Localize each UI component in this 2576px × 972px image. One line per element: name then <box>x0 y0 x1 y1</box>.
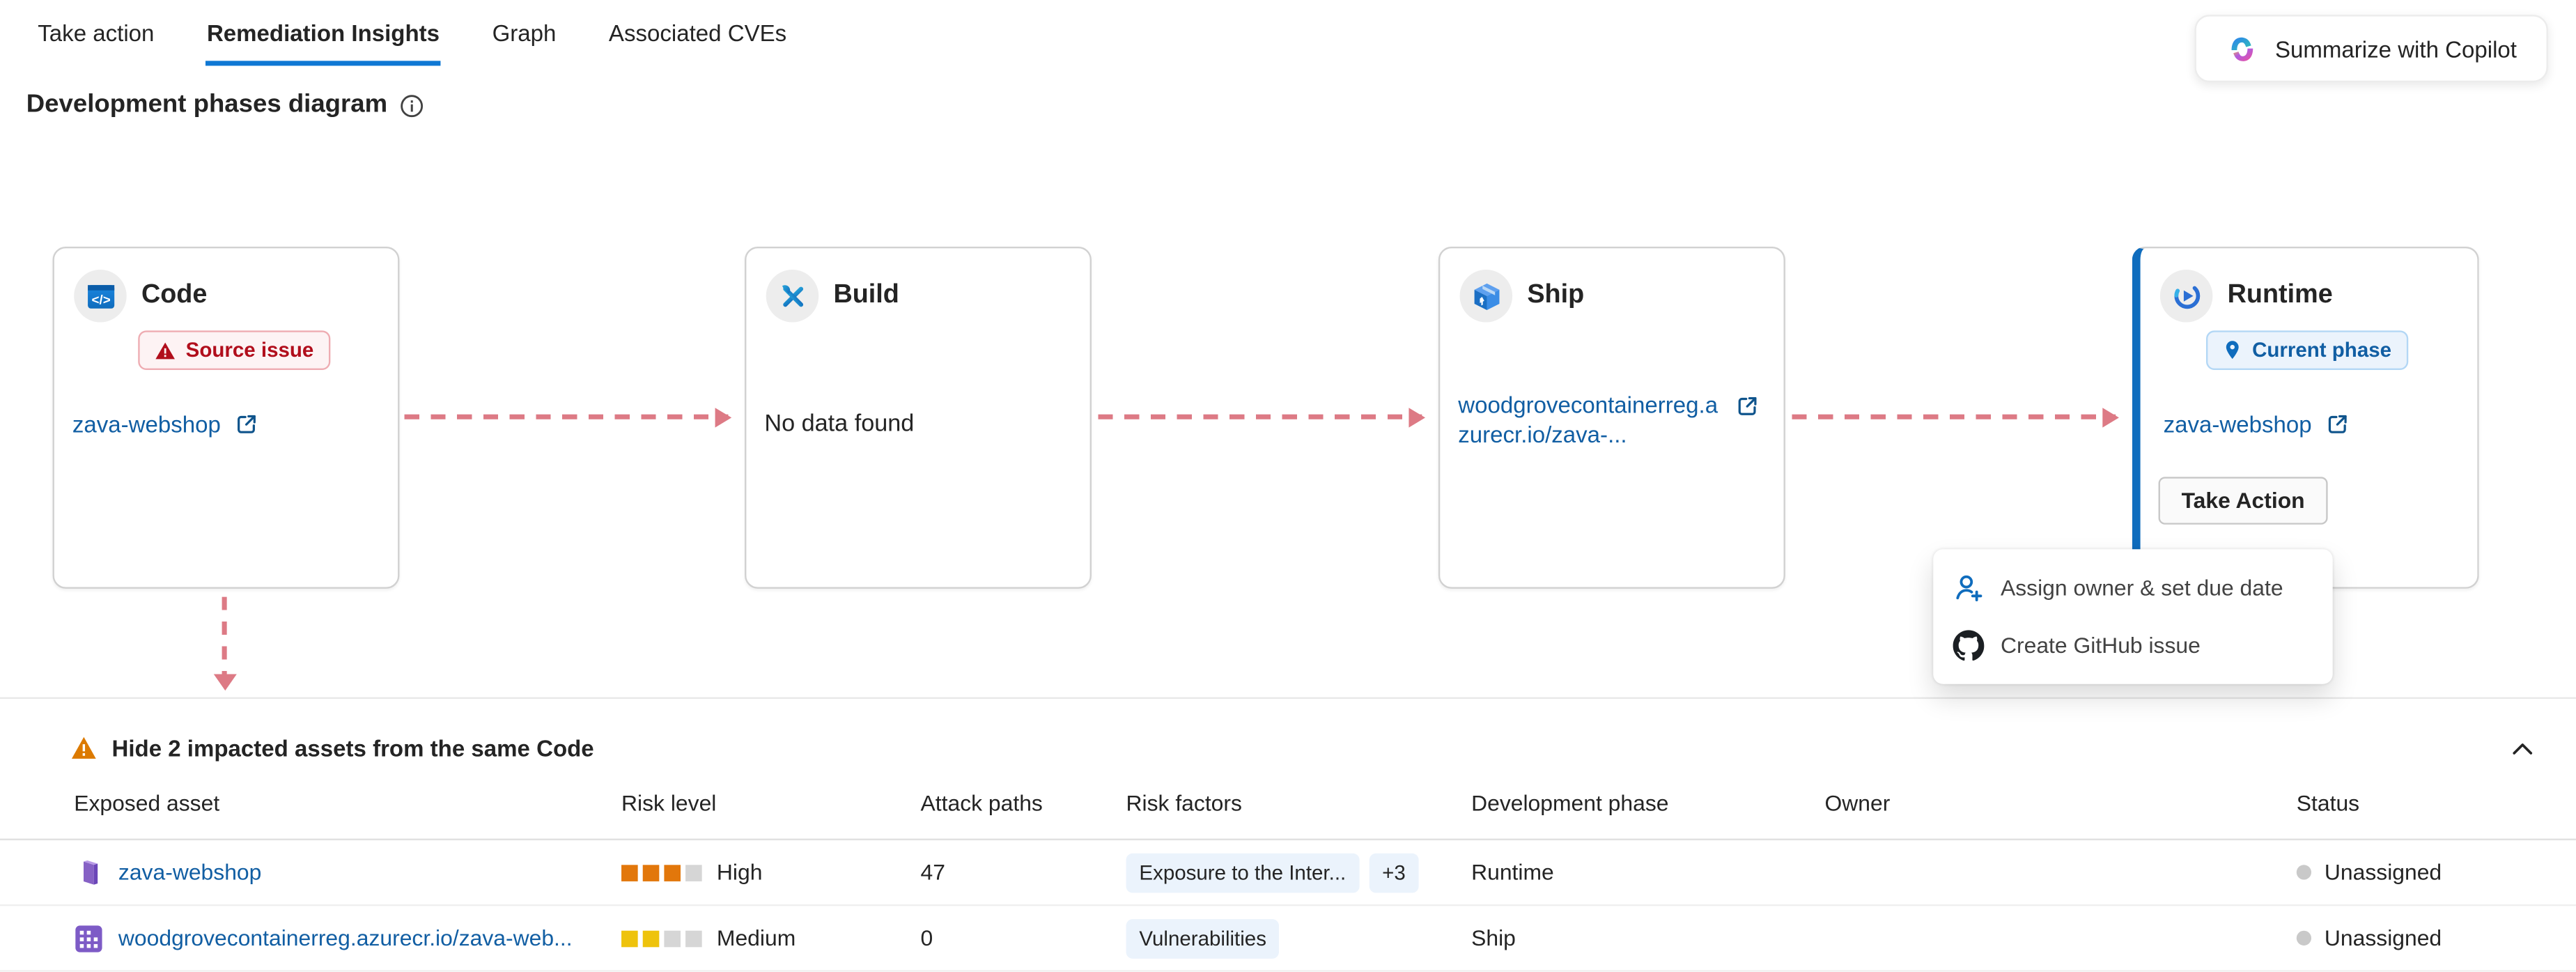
code-phase-icon: </> <box>74 270 127 323</box>
tab-bar: Take action Remediation Insights Graph A… <box>0 0 2576 66</box>
impacted-assets-toggle-row[interactable]: Hide 2 impacted assets from the same Cod… <box>0 699 2576 771</box>
external-link-icon[interactable] <box>1735 393 1761 419</box>
tab-associated-cves[interactable]: Associated CVEs <box>608 20 787 47</box>
phase-title-ship: Ship <box>1527 281 1585 309</box>
asset-link[interactable]: zava-webshop <box>118 860 262 885</box>
risk-level-meter <box>621 864 702 881</box>
take-action-button[interactable]: Take Action <box>2158 477 2328 525</box>
arrow-ship-to-runtime <box>1792 414 2116 419</box>
column-header-attack-paths[interactable]: Attack paths <box>920 791 1043 816</box>
warning-triangle-icon <box>155 341 175 359</box>
development-phase-value: Runtime <box>1471 860 1554 885</box>
chevron-up-icon[interactable] <box>2508 734 2536 762</box>
phase-card-code: </> Code Source issue zava-webshop <box>52 246 400 589</box>
phase-title-build: Build <box>833 281 899 309</box>
info-icon[interactable] <box>399 93 424 117</box>
svg-text:</>: </> <box>91 291 109 306</box>
column-header-development-phase[interactable]: Development phase <box>1471 791 1669 816</box>
risk-factors-cell[interactable]: Vulnerabilities <box>1126 918 1472 958</box>
summarize-with-copilot-button[interactable]: Summarize with Copilot <box>2194 15 2548 82</box>
copilot-icon <box>2231 36 2253 61</box>
column-header-exposed-asset[interactable]: Exposed asset <box>74 791 220 816</box>
location-pin-icon <box>2226 341 2239 360</box>
tab-graph[interactable]: Graph <box>492 20 557 47</box>
phase-card-runtime: Runtime Current phase zava-webshop Take … <box>2132 246 2479 589</box>
column-header-status[interactable]: Status <box>2296 791 2360 816</box>
column-header-risk-factors[interactable]: Risk factors <box>1126 791 1242 816</box>
container-registry-icon <box>75 925 102 952</box>
asset-link[interactable]: woodgrovecontainerreg.azurecr.io/zava-we… <box>118 925 573 951</box>
menu-item-create-github-issue[interactable]: Create GitHub issue <box>1933 617 2332 674</box>
arrow-code-to-build <box>404 414 729 419</box>
development-phase-value: Ship <box>1471 925 1516 951</box>
source-issue-badge: Source issue <box>138 330 330 370</box>
attack-paths-value: 0 <box>920 925 933 951</box>
external-link-icon[interactable] <box>234 411 261 438</box>
arrow-build-to-ship <box>1098 414 1422 419</box>
github-icon <box>1953 630 1985 661</box>
phase-title-code: Code <box>141 281 208 309</box>
ship-phase-icon <box>1459 270 1513 323</box>
risk-factor-pill[interactable]: Exposure to the Inter... <box>1126 852 1360 893</box>
copilot-button-label: Summarize with Copilot <box>2274 35 2517 62</box>
runtime-asset-link[interactable]: zava-webshop <box>2163 410 2312 438</box>
current-phase-badge: Current phase <box>2205 330 2408 370</box>
status-label: Unassigned <box>2324 860 2442 885</box>
column-header-owner[interactable]: Owner <box>1824 791 1891 816</box>
attack-paths-value: 47 <box>920 860 946 885</box>
risk-level-label: High <box>716 860 763 885</box>
status-dot <box>2296 930 2312 946</box>
phase-card-ship: Ship woodgrovecontainerreg.azurecr.io/za… <box>1438 246 1785 589</box>
risk-factor-pill[interactable]: +3 <box>1369 852 1419 893</box>
runtime-phase-icon <box>2159 270 2213 323</box>
phase-card-build: Build No data found <box>745 246 1092 589</box>
menu-item-label: Assign owner & set due date <box>2000 575 2283 601</box>
take-action-menu: Assign owner & set due date Create GitHu… <box>1933 549 2333 684</box>
person-add-icon <box>1956 575 1983 602</box>
menu-item-assign-owner[interactable]: Assign owner & set due date <box>1933 559 2332 617</box>
source-issue-badge-label: Source issue <box>185 339 314 362</box>
assets-table-header: Exposed asset Risk level Attack paths Ri… <box>0 771 2576 840</box>
phase-title-runtime: Runtime <box>2227 281 2333 309</box>
external-link-icon[interactable] <box>2325 411 2352 438</box>
risk-factors-cell[interactable]: Exposure to the Inter...+3 <box>1126 852 1472 893</box>
table-row[interactable]: zava-webshop High 47 Exposure to the Int… <box>0 840 2576 907</box>
risk-level-meter <box>621 929 702 947</box>
column-header-risk-level[interactable]: Risk level <box>621 791 717 816</box>
risk-level-label: Medium <box>716 925 796 951</box>
web-application-icon <box>84 859 98 884</box>
impacted-assets-toggle-label: Hide 2 impacted assets from the same Cod… <box>111 734 594 762</box>
tab-take-action[interactable]: Take action <box>38 20 155 47</box>
ship-asset-link[interactable]: woodgrovecontainerreg.azurecr.io/zava-..… <box>1458 391 1718 447</box>
current-phase-badge-label: Current phase <box>2252 339 2392 362</box>
code-asset-link[interactable]: zava-webshop <box>72 410 221 438</box>
section-header: Development phases diagram <box>26 91 424 120</box>
warning-triangle-icon <box>71 736 96 759</box>
menu-item-label: Create GitHub issue <box>2000 633 2201 658</box>
arrow-code-to-impacted-assets <box>222 596 227 676</box>
tab-remediation-insights[interactable]: Remediation Insights <box>205 13 442 66</box>
build-phase-icon <box>766 270 819 323</box>
page-title: Development phases diagram <box>26 90 388 118</box>
build-no-data-text: No data found <box>764 410 915 438</box>
status-dot <box>2296 865 2312 880</box>
table-row[interactable]: woodgrovecontainerreg.azurecr.io/zava-we… <box>0 906 2576 972</box>
impacted-assets-section: Hide 2 impacted assets from the same Cod… <box>0 697 2576 972</box>
status-label: Unassigned <box>2324 925 2442 951</box>
risk-factor-pill[interactable]: Vulnerabilities <box>1126 918 1280 958</box>
